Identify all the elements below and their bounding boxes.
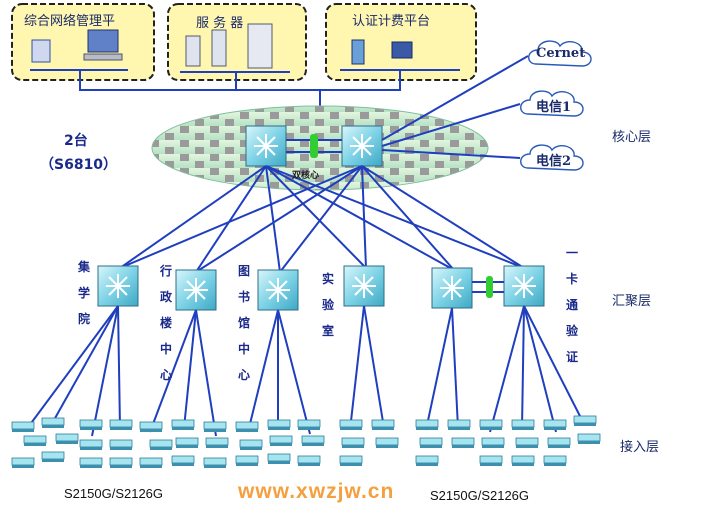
access-layer-label: 接入层	[620, 440, 660, 455]
watermark-text: www.xwzjw.cn	[238, 480, 395, 503]
agg-label-3: 图书馆中心	[237, 264, 250, 382]
agg-switch-4	[343, 265, 385, 307]
panel-mgmt-platform	[11, 3, 155, 81]
agg-switch-6	[503, 265, 545, 307]
cloud-telecom2-label: 电信2	[536, 154, 572, 169]
core-count-label: 2台	[64, 133, 88, 149]
access-switches	[11, 415, 601, 469]
core-switch-left	[245, 125, 287, 167]
panel-title-billing: 认证计费平台	[352, 14, 431, 29]
agg-switch-1	[97, 265, 139, 307]
agg-label-5: 一卡通验证	[565, 246, 578, 364]
panel-billing-platform	[325, 3, 477, 81]
agg-stack-link	[472, 276, 504, 298]
access-model-right: S2150G/S2126G	[430, 488, 530, 503]
core-stack-link	[286, 134, 342, 158]
agg-label-1: 集学院	[77, 260, 90, 326]
cloud-links	[381, 55, 529, 159]
aggregation-access-links	[25, 305, 585, 437]
panel-title-servers: 服 务 器	[196, 16, 244, 31]
core-stack-label: 双核心	[292, 171, 320, 181]
aggregation-layer-label: 汇聚层	[612, 294, 652, 309]
cloud-telecom1-label: 电信1	[536, 100, 572, 115]
agg-switch-5	[431, 267, 473, 309]
agg-switch-2	[175, 269, 217, 311]
core-layer-label: 核心层	[612, 130, 652, 145]
access-model-left: S2150G/S2126G	[64, 486, 164, 501]
core-model-label: （S6810）	[40, 157, 118, 173]
core-switch-right	[341, 125, 383, 167]
core-zone	[151, 105, 489, 191]
core-aggregation-links	[119, 165, 525, 273]
cloud-cernet-label: Cernet	[536, 46, 586, 61]
agg-switch-3	[257, 269, 299, 311]
panel-title-mgmt: 综合网络管理平	[24, 14, 116, 29]
agg-label-2: 行政楼中心	[159, 264, 172, 382]
agg-label-4: 实验室	[321, 272, 334, 338]
